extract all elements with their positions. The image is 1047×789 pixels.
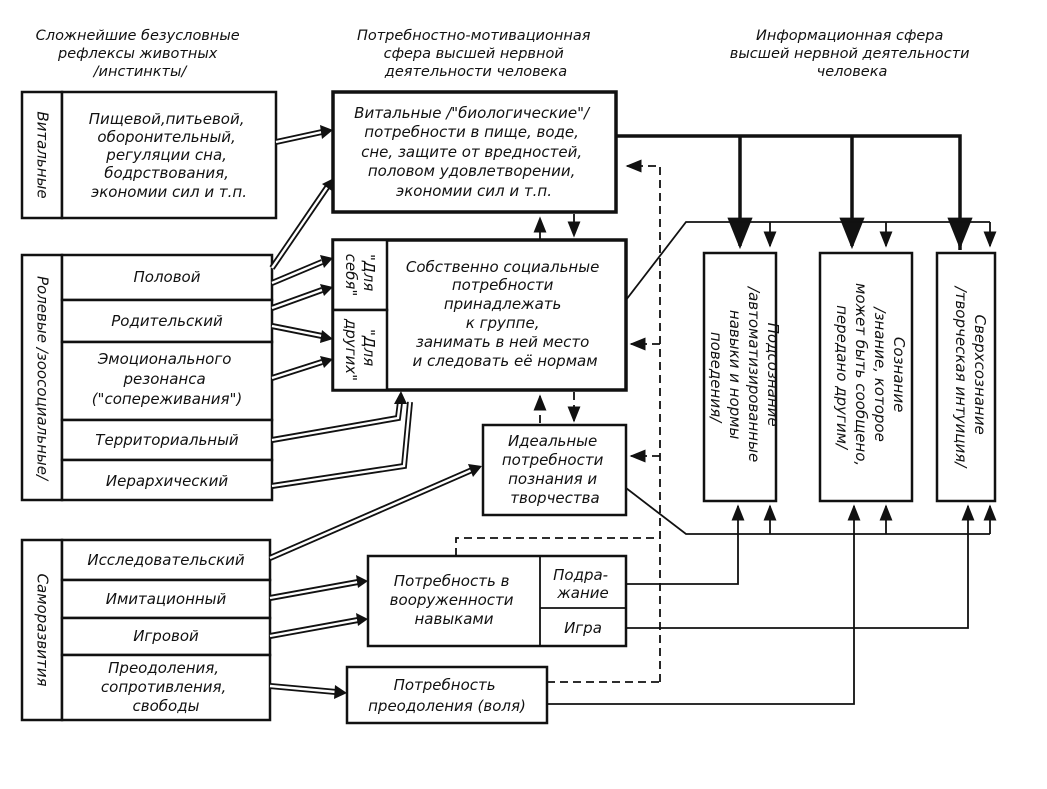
- social-needs-box: "Для себя" "Для других" Собственно социа…: [331, 238, 628, 392]
- instinct-overcoming: Преодоления, сопротивления, свободы: [101, 659, 231, 715]
- for-self-label: "Для себя": [342, 254, 378, 297]
- vital-instincts-text: Пищевой,питьевой, оборонительный, регуля…: [89, 110, 250, 201]
- header-motivation: Потребностно-мотивационная сфера высшей …: [357, 28, 595, 80]
- armament-needs-text: Потребность в вооруженности навыками: [390, 572, 519, 628]
- instinct-imitation: Имитационный: [106, 590, 227, 608]
- instinct-hierarchical: Иерархический: [106, 472, 228, 490]
- overcoming-needs-text: Потребность преодоления (воля): [368, 676, 526, 715]
- subconscious-text: Подсознание /автоматизированные навыки и…: [707, 285, 782, 467]
- ideal-needs-box: Идеальные потребности познания и творчес…: [481, 423, 628, 517]
- arrow-overcoming-to-will: [269, 683, 347, 699]
- arrow-territorial-to-social: [271, 391, 407, 443]
- vital-needs-text: Витальные /"биологические"/ потребности …: [354, 104, 594, 200]
- ideal-needs-text: Идеальные потребности познания и творчес…: [502, 432, 608, 507]
- instinct-research: Исследовательский: [87, 551, 245, 569]
- vital-to-consciousness-links: [616, 134, 973, 250]
- imitation-cell: Подра- жание: [553, 566, 613, 602]
- game-cell: Игра: [564, 619, 602, 637]
- social-to-consciousness-links: [625, 221, 997, 301]
- header-information: Информационная сфера высшей нервной деят…: [730, 28, 974, 80]
- overcoming-needs-box: Потребность преодоления (воля): [345, 665, 549, 725]
- instinct-territorial: Территориальный: [95, 431, 239, 449]
- instinct-game: Игровой: [133, 627, 199, 645]
- arrow-game-to-armament: [269, 613, 368, 639]
- arrow-emotional-to-for-others: [271, 356, 333, 381]
- instinct-to-need-arrows: [268, 125, 482, 699]
- arrow-vital-to-vital-needs: [275, 125, 333, 145]
- vital-needs-box: Витальные /"биологические"/ потребности …: [331, 90, 618, 214]
- instinct-parental: Родительский: [111, 312, 223, 330]
- self-group: Саморазвития Исследовательский Имитацион…: [20, 538, 272, 722]
- dashed-feedback-links: [455, 159, 661, 683]
- arrow-parental-to-for-self: [270, 284, 333, 311]
- armament-needs-box: Потребность в вооруженности навыками Под…: [366, 554, 628, 648]
- arrow-parental-to-for-others: [271, 323, 333, 343]
- ideal-to-consciousness-links: [625, 487, 997, 535]
- skills-to-consciousness-links: [547, 504, 975, 705]
- vital-group: Витальные Пищевой,питьевой, оборонительн…: [20, 90, 278, 220]
- for-others-label: "Для других": [342, 318, 378, 381]
- vital-group-label: Витальные: [34, 111, 52, 198]
- superconscious-box: Сверхсознание /творческая интуиция/: [935, 251, 997, 503]
- instinct-emotional: Эмоционального резонанса ("сопереживания…: [92, 350, 243, 408]
- instinct-sexual: Половой: [134, 268, 201, 286]
- arrow-sexual-to-for-self: [270, 255, 333, 286]
- conscious-box: Сознание /знание, которое может быть соо…: [818, 251, 914, 503]
- header-instincts: Сложнейшие безусловные рефлексы животных…: [36, 28, 245, 80]
- arrow-research-to-ideal: [268, 464, 482, 561]
- role-group-label: Ролевые /зоосоциальные/: [34, 276, 52, 482]
- arrow-imitation-to-armament: [269, 575, 368, 601]
- superconscious-text: Сверхсознание /творческая интуиция/: [952, 285, 989, 470]
- arrow-hierarchical-to-social: [271, 401, 413, 489]
- conscious-text: Сознание /знание, которое может быть соо…: [833, 283, 908, 471]
- subconscious-box: Подсознание /автоматизированные навыки и…: [702, 251, 782, 503]
- arrow-sexual-to-vital-needs: [269, 178, 334, 270]
- self-group-label: Саморазвития: [34, 574, 52, 687]
- social-needs-text: Собственно социальные потребности принад…: [406, 258, 604, 370]
- role-group: Ролевые /зоосоциальные/ Половой Родитель…: [20, 253, 274, 502]
